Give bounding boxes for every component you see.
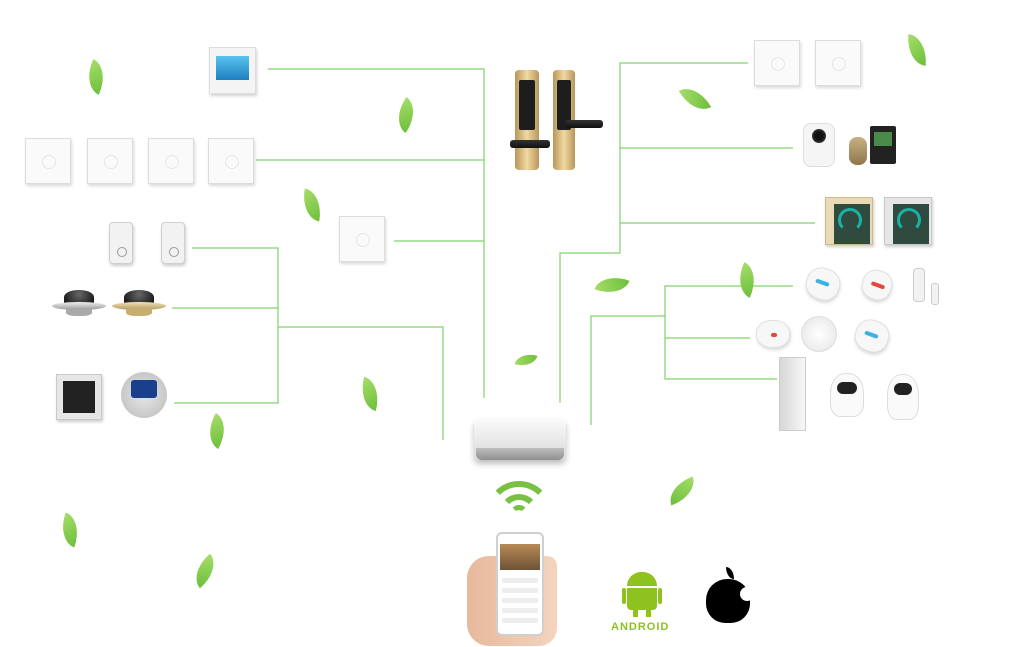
temperature-controller (825, 197, 873, 245)
connector-left-lower (278, 326, 444, 440)
connector-right-lower (590, 315, 665, 425)
wall-switch (25, 138, 71, 184)
ufo-remote (112, 290, 166, 318)
connector-plugs (174, 247, 279, 404)
wall-switch (208, 138, 254, 184)
android-label: ANDROID (611, 621, 670, 633)
smart-door-lock (553, 70, 575, 170)
gateway-hub-icon (474, 418, 566, 460)
wall-switch (339, 216, 385, 262)
panel-screen (216, 56, 249, 80)
smart-door-lock (515, 70, 539, 170)
connector-right-top (559, 62, 748, 403)
scene-panel (779, 357, 806, 431)
ufo-remote (52, 290, 106, 318)
connector-panel (268, 68, 485, 398)
door-window-sensor (913, 268, 925, 302)
temperature-controller (884, 197, 932, 245)
robot-companion (887, 374, 919, 420)
curtain-switch (815, 40, 861, 86)
smoke-detector (801, 316, 837, 352)
robot-companion (830, 373, 864, 417)
video-doorbell-screen (870, 126, 896, 164)
door-window-sensor (931, 283, 939, 305)
touch-screen-panel (209, 47, 256, 94)
smart-plug (109, 222, 133, 264)
smoke-detector (756, 320, 790, 348)
ip-camera (803, 123, 835, 167)
thermostat (56, 374, 102, 420)
wall-switch (148, 138, 194, 184)
lock-handle (565, 120, 603, 128)
video-doorbell (849, 137, 867, 165)
lock-handle (510, 140, 550, 148)
curtain-switch (754, 40, 800, 86)
smartphone-app-icon (496, 532, 544, 636)
android-icon (622, 572, 662, 617)
smart-speaker-thermostat (121, 372, 167, 418)
wifi-signal-icon (486, 481, 552, 521)
smart-plug (161, 222, 185, 264)
wall-switch (87, 138, 133, 184)
connector-sensors-top (664, 285, 793, 380)
apple-icon (706, 567, 754, 623)
